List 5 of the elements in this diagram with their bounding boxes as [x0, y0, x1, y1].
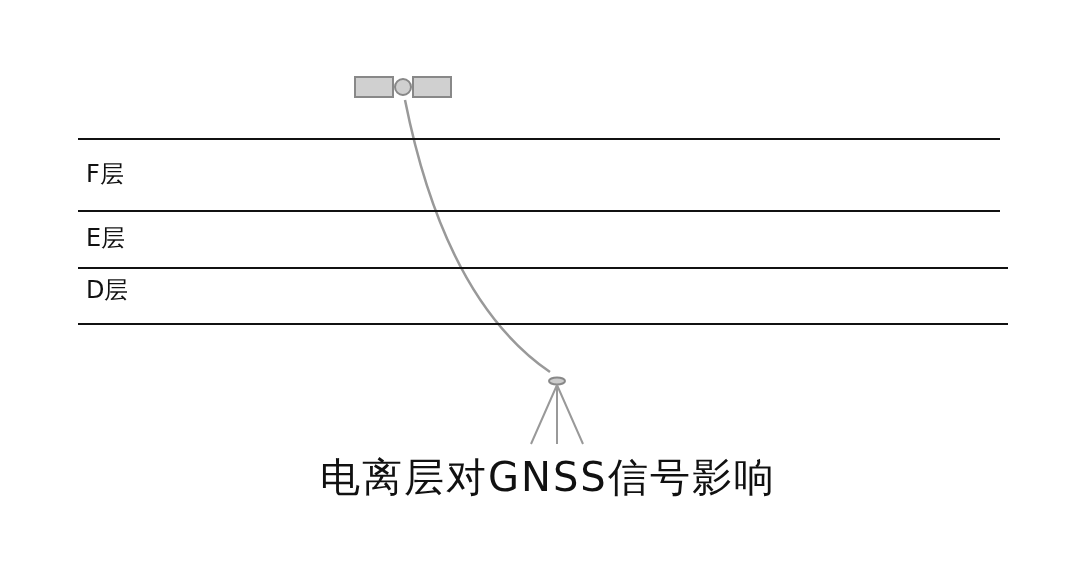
- layer-label: F层: [86, 159, 124, 190]
- layer-label: D层: [86, 275, 129, 306]
- signal-path: [403, 99, 551, 373]
- layer-label: E层: [86, 223, 126, 254]
- caption: 电离层对GNSS信号影响: [320, 453, 776, 502]
